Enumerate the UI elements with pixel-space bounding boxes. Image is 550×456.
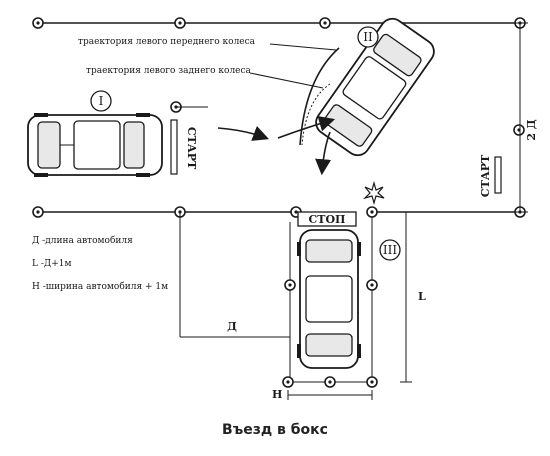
collision-icon [362, 180, 385, 206]
start-label-left: СТАРТ [185, 127, 198, 170]
legend-item: Д -длина автомобиля [32, 235, 133, 246]
rear-wheel-trajectory [301, 83, 331, 146]
rear-wheel-label: траектория левого заднего колеса [86, 66, 252, 76]
front-leader-line [269, 43, 337, 51]
movement-arrow-1 [217, 125, 269, 141]
position-1-label: I [99, 94, 104, 108]
position-3-label: III [383, 243, 397, 257]
car-position-3 [297, 229, 361, 369]
stop-line [297, 211, 357, 227]
car-position-1 [27, 113, 163, 177]
position-2-label: II [363, 30, 373, 44]
two-d-label: 2 Д [525, 119, 538, 140]
middle-poles [32, 206, 526, 218]
rear-leader-line [249, 72, 324, 89]
stop-label: СТОП [309, 213, 346, 226]
box-poles [282, 279, 378, 388]
d-label: Д [227, 320, 237, 333]
legend-item: Н -ширина автомобиля + 1м [32, 281, 168, 292]
start-marker-right [494, 156, 502, 194]
position-2-badge [357, 26, 379, 48]
h-label: Н [272, 388, 282, 401]
front-wheel-trajectory [299, 47, 340, 146]
start-marker-left [170, 119, 178, 175]
figure-caption: Въезд в бокс [222, 422, 328, 438]
front-wheel-label: траектория левого переднего колеса [78, 37, 256, 47]
movement-arrow-down [315, 131, 332, 176]
l-label: L [418, 290, 426, 303]
position-3-badge [379, 239, 401, 261]
movement-arrow-2 [277, 115, 336, 139]
start-label-right: СТАРТ [479, 154, 492, 197]
legend: Д -длина автомобиля L -Д+1м Н -ширина ав… [32, 235, 168, 292]
top-poles [32, 17, 526, 29]
position-1-badge [90, 90, 112, 112]
car-position-2 [315, 17, 435, 157]
legend-item: L -Д+1м [32, 259, 71, 269]
